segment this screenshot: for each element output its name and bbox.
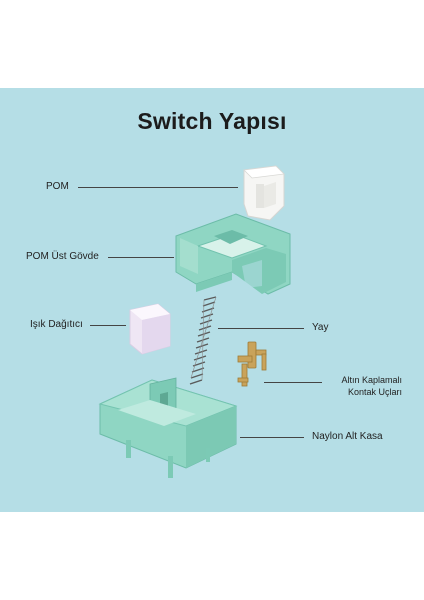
- spring-part: [189, 296, 217, 385]
- label-pom: POM: [46, 181, 69, 192]
- light-diffuser-part: [129, 303, 171, 355]
- label-altin-line-1: Altın Kaplamalı: [341, 375, 402, 385]
- pom-stem-part: [243, 165, 285, 221]
- label-isik-dagitici: Işık Dağıtıcı: [30, 319, 83, 330]
- leader-line-pom: [78, 187, 238, 188]
- switch-exploded-illustration: [98, 165, 291, 478]
- leader-line-altin-kaplamali: [264, 382, 322, 383]
- leader-line-isik-dagitici: [90, 325, 126, 326]
- leader-line-pom-ust-govde: [108, 257, 174, 258]
- leader-line-naylon-alt-kasa: [240, 437, 304, 438]
- gold-contacts-part: [237, 341, 267, 387]
- label-pom-ust-govde: POM Üst Gövde: [26, 251, 99, 262]
- label-naylon-alt-kasa: Naylon Alt Kasa: [312, 431, 383, 442]
- label-altin-line-2: Kontak Uçları: [347, 387, 402, 397]
- top-housing-part: [175, 213, 291, 295]
- diagram-title: Switch Yapısı: [137, 108, 287, 134]
- label-yay: Yay: [312, 322, 329, 333]
- label-altin-kaplamali-kontak-uclari: Altın Kaplamalı Kontak Uçları: [312, 374, 402, 398]
- leader-line-yay: [218, 328, 304, 329]
- bottom-housing-part: [98, 377, 238, 478]
- diagram-panel: Switch Yapısı: [0, 88, 424, 512]
